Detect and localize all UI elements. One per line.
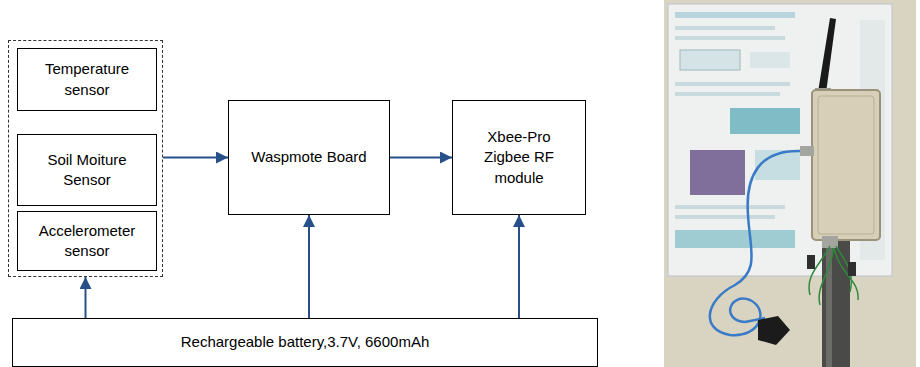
antenna: [818, 18, 836, 93]
enclosure-lid: [818, 96, 874, 234]
poster-figure: [690, 150, 745, 195]
text-holder: Xbee-Pro Zigbee RF module: [453, 101, 585, 214]
text-holder: Accelerometer sensor: [18, 212, 156, 270]
enclosure: [812, 90, 880, 240]
poster-block: [675, 92, 780, 96]
sensor-group: Temperature sensorSoil Moiture SensorAcc…: [8, 40, 163, 277]
flow-arrow: [518, 215, 520, 318]
block-label: Rechargeable battery,3.7V, 6600mAh: [181, 332, 430, 352]
text-holder: Waspmote Board: [229, 101, 389, 214]
poster-block: [750, 52, 790, 68]
connector: [848, 262, 856, 276]
block-label: Accelerometer sensor: [24, 221, 150, 262]
poster-block: [680, 50, 740, 70]
poster-block: [675, 230, 795, 248]
soil-probe: [758, 316, 790, 345]
poster: [668, 4, 892, 276]
cable-gland: [800, 146, 814, 156]
block-label: Xbee-Pro Zigbee RF module: [471, 127, 567, 188]
poster-block: [675, 205, 785, 209]
wires: [809, 246, 858, 305]
poster-block: [675, 36, 785, 40]
block-box: Accelerometer sensor: [17, 211, 157, 271]
block-box: Waspmote Board: [228, 100, 390, 215]
wall: [664, 0, 916, 367]
sensor-cable: [710, 151, 800, 335]
block-label: Temperature sensor: [24, 59, 150, 100]
poster-block: [675, 82, 790, 86]
block-box: Soil Moiture Sensor: [17, 134, 157, 206]
flow-arrow: [308, 215, 310, 318]
block-box: Rechargeable battery,3.7V, 6600mAh: [12, 318, 598, 367]
poster-block: [730, 108, 800, 134]
flow-arrow: [85, 277, 87, 318]
connector: [807, 255, 815, 269]
flow-arrow: [163, 157, 228, 159]
block-box: Xbee-Pro Zigbee RF module: [452, 100, 586, 215]
text-holder: Temperature sensor: [18, 49, 156, 110]
block-label: Soil Moiture Sensor: [24, 150, 150, 191]
poster-block: [675, 26, 775, 30]
poster-block: [675, 215, 775, 219]
flow-arrow: [390, 157, 452, 159]
text-holder: Rechargeable battery,3.7V, 6600mAh: [13, 319, 597, 366]
block-label: Waspmote Board: [251, 147, 366, 167]
text-holder: Soil Moiture Sensor: [18, 135, 156, 205]
block-box: Temperature sensor: [17, 48, 157, 111]
poster-block: [675, 12, 795, 18]
